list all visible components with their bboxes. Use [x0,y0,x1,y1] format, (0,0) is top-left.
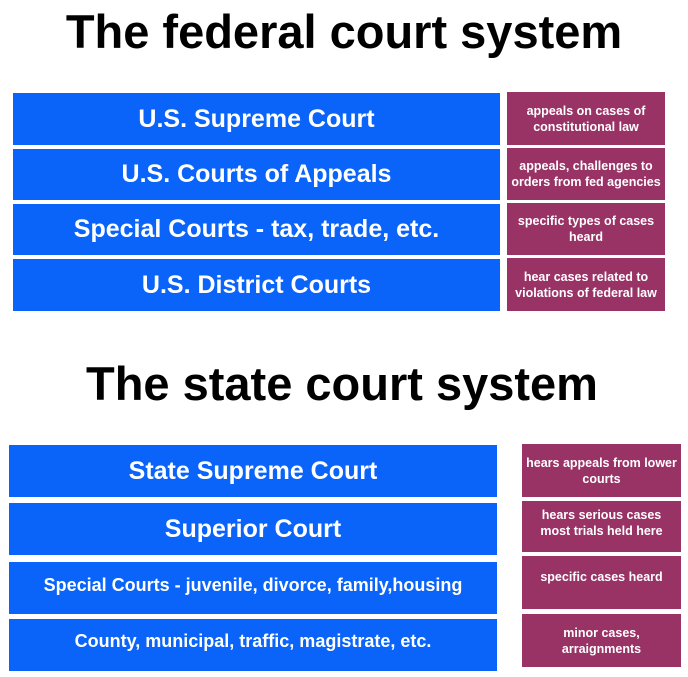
federal-note-2: specific types of cases heard [507,203,665,255]
state-note-3: minor cases, arraignments [522,614,681,667]
federal-court-2: Special Courts - tax, trade, etc. [13,204,500,255]
state-court-0: State Supreme Court [9,445,497,497]
state-note-0: hears appeals from lower courts [522,444,681,497]
state-title: The state court system [86,357,598,410]
federal-note-1: appeals, challenges to orders from fed a… [507,148,665,200]
state-court-2: Special Courts - juvenile, divorce, fami… [9,562,497,614]
federal-note-0: appeals on cases of constitutional law [507,92,665,145]
federal-court-0: U.S. Supreme Court [13,93,500,145]
federal-title: The federal court system [65,5,623,58]
state-court-1: Superior Court [9,503,497,555]
federal-court-3: U.S. District Courts [13,259,500,311]
state-court-3: County, municipal, traffic, magistrate, … [9,619,497,671]
state-note-1: hears serious cases most trials held her… [522,501,681,552]
federal-note-3: hear cases related to violations of fede… [507,258,665,311]
state-note-2: specific cases heard [522,556,681,609]
federal-court-1: U.S. Courts of Appeals [13,149,500,200]
